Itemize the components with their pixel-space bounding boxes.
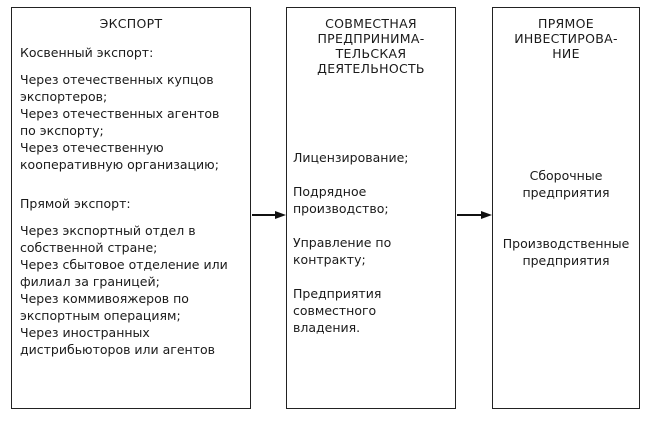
direct-investment-body: Сборочные предприятия Производственные п… (493, 167, 639, 303)
joint-venture-item: Подрядное производство; (293, 184, 389, 216)
export-box: ЭКСПОРТ Косвенный экспорт: Через отечест… (11, 7, 251, 409)
joint-venture-item: Предприятия совместного владения. (293, 286, 382, 335)
export-body: Косвенный экспорт: Через отечественных к… (20, 40, 246, 358)
direct-investment-title: ПРЯМОЕ ИНВЕСТИРОВА- НИЕ (514, 16, 618, 61)
joint-venture-title: СОВМЕСТНАЯ ПРЕДПРИНИМА- ТЕЛЬСКАЯ ДЕЯТЕЛЬ… (317, 16, 425, 76)
joint-venture-body: Лицензирование; Подрядное производство; … (293, 149, 451, 353)
arrow-export-to-joint (252, 211, 286, 219)
joint-venture-item: Лицензирование; (293, 150, 409, 165)
indirect-export-item: Через отечественную кооперативную органи… (20, 140, 219, 172)
direct-export-item: Через сбытовое отделение или филиал за г… (20, 257, 228, 289)
direct-investment-item: Сборочные предприятия (522, 168, 610, 200)
indirect-export-heading: Косвенный экспорт: (20, 45, 154, 60)
direct-export-list: Через экспортный отдел в собственной стр… (20, 222, 246, 358)
direct-export-item: Через иностранных дистрибьюторов или аге… (20, 325, 216, 357)
direct-export-item: Через коммивояжеров по экспортным операц… (20, 291, 189, 323)
direct-investment-item: Производственные предприятия (502, 236, 630, 268)
indirect-export-item: Через отечественных агентов по экспорту; (20, 106, 220, 138)
joint-venture-box: СОВМЕСТНАЯ ПРЕДПРИНИМА- ТЕЛЬСКАЯ ДЕЯТЕЛЬ… (286, 7, 456, 409)
indirect-export-item: Через отечественных купцов экспортеров; (20, 72, 214, 104)
export-title: ЭКСПОРТ (99, 16, 163, 31)
arrow-joint-to-direct (457, 211, 492, 219)
joint-venture-item: Управление по контракту; (293, 235, 392, 267)
direct-export-item: Через экспортный отдел в собственной стр… (20, 223, 196, 255)
indirect-export-list: Через отечественных купцов экспортеров; … (20, 71, 246, 173)
direct-export-heading: Прямой экспорт: (20, 196, 131, 211)
direct-investment-box: ПРЯМОЕ ИНВЕСТИРОВА- НИЕ Сборочные предпр… (492, 7, 640, 409)
